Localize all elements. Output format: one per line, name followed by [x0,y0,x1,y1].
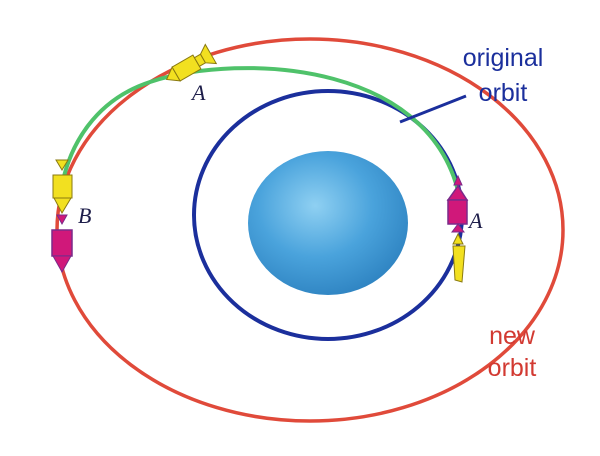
new-orbit-label-line2: orbit [487,354,537,382]
original-orbit-pointer [399,94,467,124]
original-orbit-label-line2: orbit [478,79,528,107]
point-a-top-label: A [192,80,206,105]
rocket-top-a [165,43,218,82]
point-a-right-label: A [469,208,483,233]
rocket-right-a [446,174,469,283]
rocket-b-magenta [51,214,73,274]
point-b-label: B [78,203,92,228]
transfer-orbit [60,66,464,214]
planet [248,151,408,295]
rocket-b-yellow [52,159,73,215]
original-orbit-label-line1: original [462,44,544,72]
new-orbit-label-line1: new [489,322,535,350]
